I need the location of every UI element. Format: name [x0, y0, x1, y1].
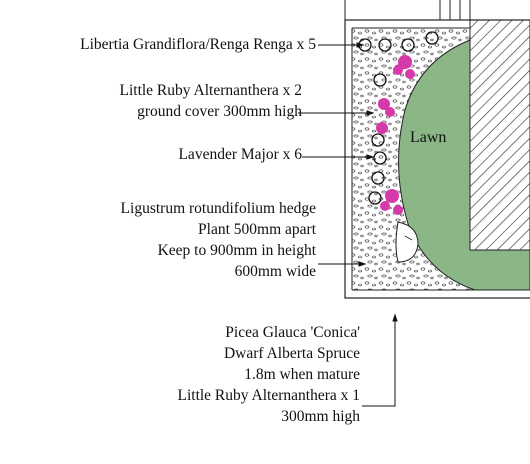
label-hedge-line1: Ligustrum rotundifolium hedge	[120, 200, 316, 217]
label-lavender-text: Lavender Major x 6	[178, 146, 302, 163]
label-libertia: Libertia Grandiflora/Renga Renga x 5	[80, 34, 316, 55]
label-spruce-line4: Little Ruby Alternanthera x 1	[177, 387, 360, 404]
label-hedge: Ligustrum rotundifolium hedge Plant 500m…	[121, 198, 316, 282]
leader-lines	[298, 42, 398, 407]
lawn-area	[398, 39, 530, 291]
flower-clusters	[376, 55, 415, 215]
label-ruby: Little Ruby Alternanthera x 2 ground cov…	[119, 80, 302, 122]
label-hedge-line4: 600mm wide	[234, 263, 316, 280]
label-hedge-line2: Plant 500mm apart	[198, 221, 316, 238]
label-spruce-line3: 1.8m when mature	[244, 366, 360, 383]
label-spruce-line1: Picea Glauca 'Conica'	[225, 324, 360, 341]
label-ruby-line1: Little Ruby Alternanthera x 2	[119, 82, 302, 99]
label-lavender: Lavender Major x 6	[178, 144, 302, 165]
label-spruce: Picea Glauca 'Conica' Dwarf Alberta Spru…	[177, 322, 360, 427]
label-ruby-line2: ground cover 300mm high	[137, 103, 302, 120]
gravel-bed	[352, 28, 475, 290]
lawn-label: Lawn	[410, 129, 446, 146]
label-hedge-line3: Keep to 900mm in height	[157, 242, 316, 259]
label-libertia-text: Libertia Grandiflora/Renga Renga x 5	[80, 36, 316, 53]
fence-posts	[344, 0, 471, 20]
label-spruce-line2: Dwarf Alberta Spruce	[223, 345, 360, 362]
label-spruce-line5: 300mm high	[281, 408, 360, 425]
spruce-symbol	[395, 221, 419, 263]
building-hatch	[469, 19, 530, 251]
